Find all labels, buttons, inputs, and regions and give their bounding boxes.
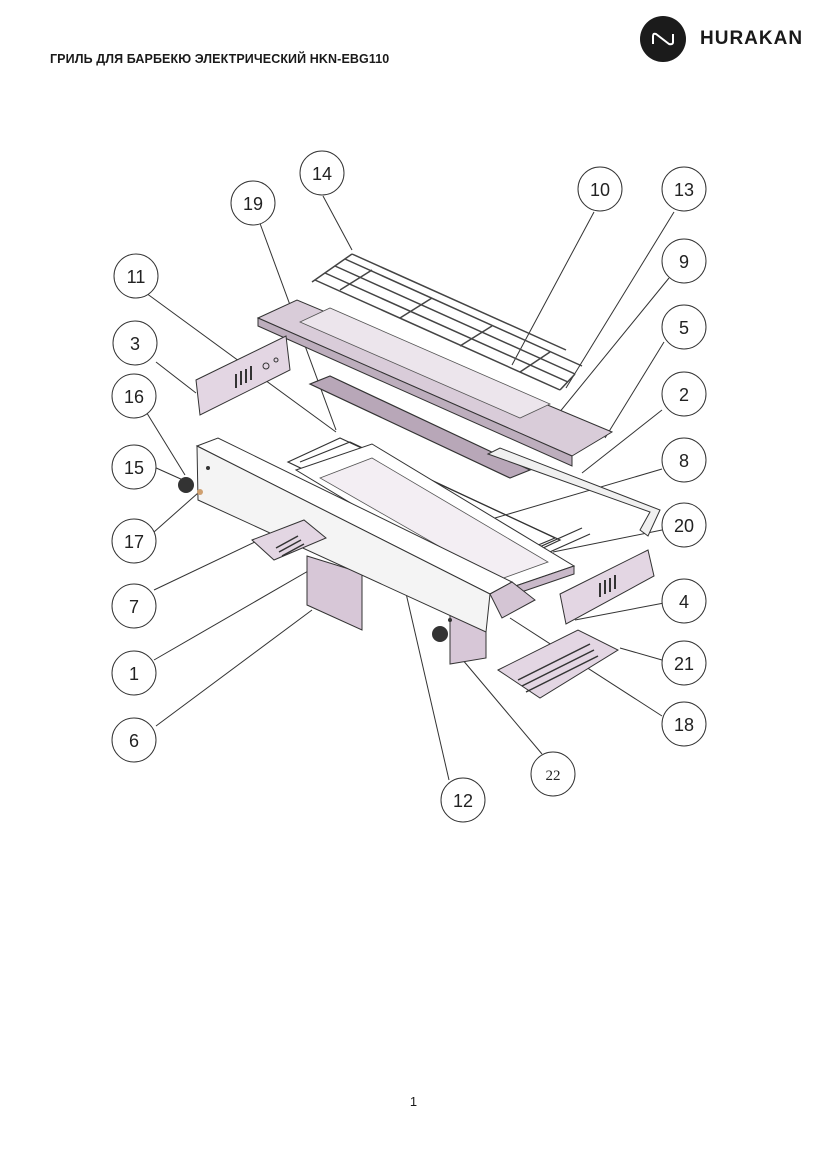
callout-8: 8 — [679, 451, 689, 471]
callout-2: 2 — [679, 385, 689, 405]
page-number: 1 — [409, 1094, 418, 1109]
callout-20: 20 — [674, 516, 694, 536]
callout-14: 14 — [312, 164, 332, 184]
callout-15: 15 — [124, 458, 144, 478]
brand: HURAKAN — [640, 16, 803, 62]
callout-1: 1 — [129, 664, 139, 684]
callout-19: 19 — [243, 194, 263, 214]
hurakan-logo-icon — [640, 16, 686, 62]
callout-18: 18 — [674, 715, 694, 735]
callout-10: 10 — [590, 180, 610, 200]
brand-name: HURAKAN — [700, 28, 804, 49]
callout-22: 22 — [546, 768, 561, 784]
callout-3: 3 — [130, 334, 140, 354]
callout-6: 6 — [129, 731, 139, 751]
callout-7: 7 — [129, 597, 139, 617]
callout-21: 21 — [674, 654, 694, 674]
callout-11: 11 — [127, 267, 146, 287]
callout-12: 12 — [453, 791, 473, 811]
callout-4: 4 — [679, 592, 689, 612]
callout-5: 5 — [679, 318, 689, 338]
callout-16: 16 — [124, 387, 144, 407]
callout-17: 17 — [124, 532, 144, 552]
callout-13: 13 — [674, 180, 694, 200]
document-title: ГРИЛЬ ДЛЯ БАРБЕКЮ ЭЛЕКТРИЧЕСКИЙ HKN-EBG1… — [50, 52, 390, 66]
callout-9: 9 — [679, 252, 689, 272]
